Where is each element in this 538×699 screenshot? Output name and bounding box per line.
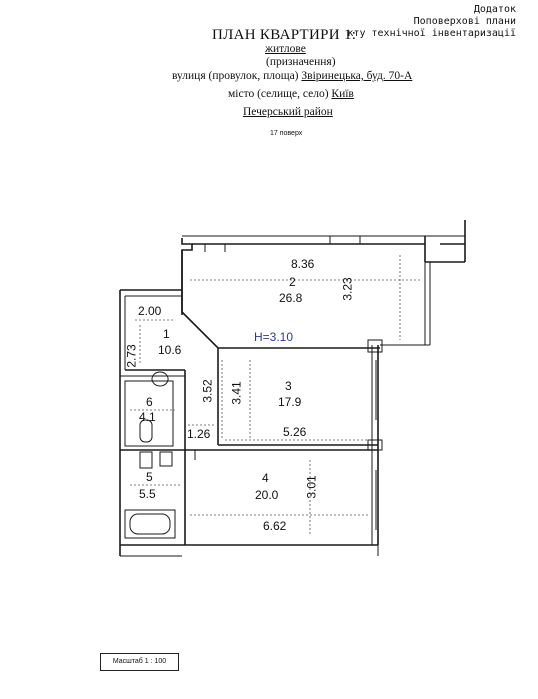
floor-label: 17 поверх [270,130,303,137]
corner-note-line1: Додаток [473,4,516,15]
room5-number: 5 [146,470,153,484]
dim-corridor-a: 3.52 [200,379,215,403]
corner-note-line3: кту технічної інвентаризації [347,28,516,39]
purpose-label: (призначення) [266,56,336,68]
dim-room3-width: 5.26 [283,425,307,439]
scale-label: Масштаб 1 : 100 [100,653,179,671]
dim-room2-width: 8.36 [291,257,315,271]
dim-room2-depth: 3.23 [340,277,355,301]
room3-number: 3 [285,379,292,393]
dim-room4-depth: 3.01 [304,475,319,499]
room1-area: 10.6 [158,343,182,357]
room6-number: 6 [146,395,153,409]
corner-note: Додаток Поповерхові плани кту технічної … [347,4,516,40]
city-value: Київ [331,88,354,100]
city-line: місто (селище, село) Київ [228,88,354,100]
room6-area: 4.1 [139,410,156,424]
street-value: Звіринецька, буд. 70-А [301,70,413,82]
street-label: вулиця (провулок, площа) [172,70,299,82]
room5-area: 5.5 [139,487,156,501]
district: Печерський район [243,106,333,118]
ceiling-height-label: H=3.10 [254,330,294,344]
room2-wall [181,250,380,349]
dim-corridor-width: 1.26 [187,427,211,441]
corner-note-line2: Поповерхові плани [413,16,516,27]
dim-room1-depth: 2.73 [124,344,139,368]
dim-room3-depth: 3.41 [229,381,244,405]
plan-title: ПЛАН КВАРТИРИ 1: [212,27,357,43]
room1-number: 1 [163,327,170,341]
dim-room4-width: 6.62 [263,519,287,533]
dim-room1-width: 2.00 [138,304,162,318]
room2-area: 26.8 [279,291,303,305]
room4-area: 20.0 [255,488,279,502]
purpose-value: житлове [265,43,306,55]
street-line: вулиця (провулок, площа) Звіринецька, бу… [172,70,412,82]
outer-wall-top [181,238,193,315]
room4-number: 4 [262,471,269,485]
room3-area: 17.9 [278,395,302,409]
room2-number: 2 [289,275,296,289]
city-label: місто (селище, село) [228,88,329,100]
